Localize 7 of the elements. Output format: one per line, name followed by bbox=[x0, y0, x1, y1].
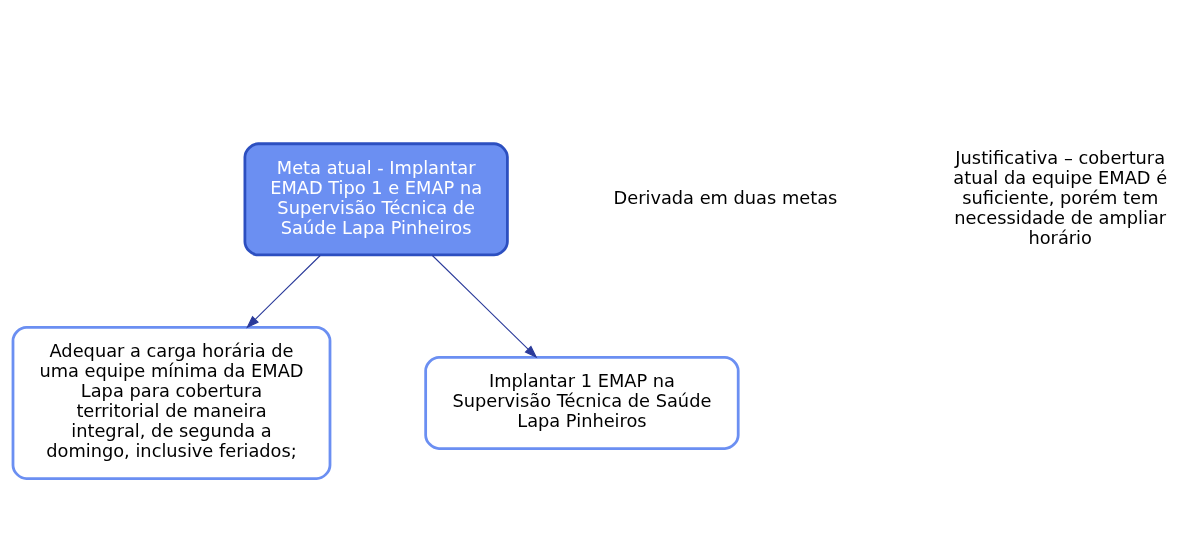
node-box: Implantar 1 EMAP na Supervisão Técnica de Saúde Lapa Pinheiros bbox=[424, 355, 740, 450]
arrow bbox=[246, 254, 321, 328]
node-box: Meta atual - Implantar EMAD Tipo 1 e EMAP na Supervisão Técnica de Saúde Lapa Pinheiros bbox=[243, 141, 509, 256]
node-box: Adequar a carga horária de uma equipe mínima da EMAD Lapa para cobertura territorial de maneira integral, de segunda a domingo, inclusive feriados; bbox=[11, 325, 332, 480]
label: Justificativa – cobertura atual da equipe EMAD é suficiente, porém tem necessidade de ampliar horário bbox=[953, 146, 1168, 248]
arrow bbox=[431, 254, 538, 358]
label: Derivada em duas metas bbox=[613, 186, 838, 208]
